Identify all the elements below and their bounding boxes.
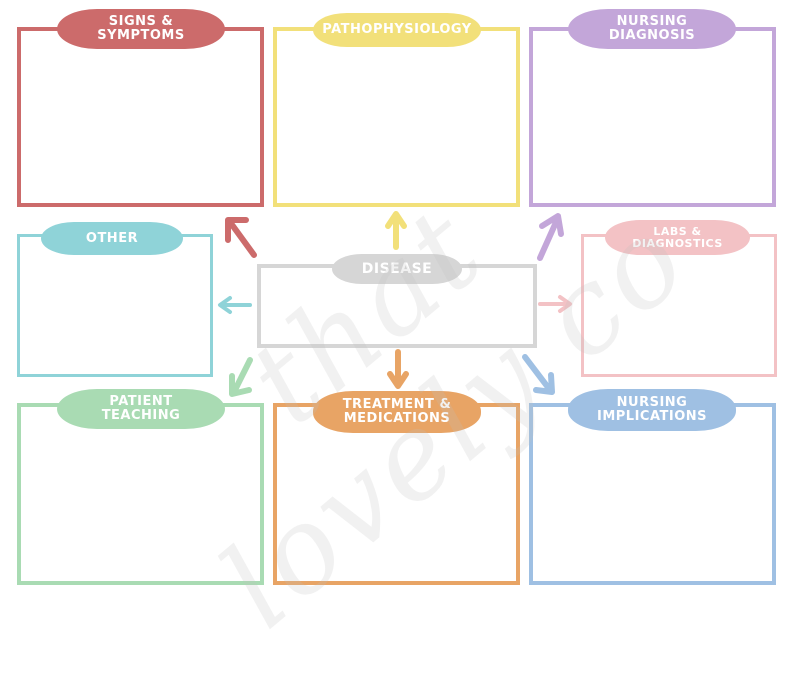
treatment-medications-box[interactable] xyxy=(273,403,520,585)
arrow-to-labs-diagnostics xyxy=(538,295,572,313)
labs-diagnostics-text: LABS & DIAGNOSTICS xyxy=(632,224,723,250)
disease-center-box[interactable] xyxy=(257,264,537,348)
treatment-medications-label: TREATMENT & MEDICATIONS xyxy=(313,391,481,433)
nursing-diagnosis-box[interactable] xyxy=(529,27,776,207)
arrow-to-signs-symptoms xyxy=(225,217,257,258)
nursing-diagnosis-label: NURSING DIAGNOSIS xyxy=(568,9,736,49)
other-box[interactable] xyxy=(17,234,213,377)
nursing-diagnosis-text: NURSING DIAGNOSIS xyxy=(608,14,696,43)
signs-symptoms-text: SIGNS & SYMPTOMS xyxy=(97,14,185,43)
labs-diagnostics-box[interactable] xyxy=(581,234,777,377)
arrow-to-patient-teaching xyxy=(229,357,253,397)
signs-symptoms-label: SIGNS & SYMPTOMS xyxy=(57,9,225,49)
other-text: OTHER xyxy=(85,230,139,246)
disease-label: DISEASE xyxy=(332,254,462,284)
nursing-implications-label: NURSING IMPLICATIONS xyxy=(568,389,736,431)
patient-teaching-box[interactable] xyxy=(17,403,264,585)
arrow-to-nursing-implications xyxy=(522,354,555,395)
disease-text: DISEASE xyxy=(361,260,433,277)
labs-diagnostics-label: LABS & DIAGNOSTICS xyxy=(605,220,750,255)
pathophysiology-text: PATHOPHYSIOLOGY xyxy=(322,22,472,38)
arrow-to-treatment-medications xyxy=(387,349,409,389)
patient-teaching-text: PATIENT TEACHING xyxy=(101,394,181,423)
treatment-medications-text: TREATMENT & MEDICATIONS xyxy=(342,397,452,426)
connector-arrows xyxy=(218,211,572,397)
patient-teaching-label: PATIENT TEACHING xyxy=(57,389,225,429)
arrow-to-nursing-diagnosis xyxy=(537,213,564,261)
nursing-implications-text: NURSING IMPLICATIONS xyxy=(596,395,707,424)
pathophysiology-box[interactable] xyxy=(273,27,520,207)
pathophysiology-label: PATHOPHYSIOLOGY xyxy=(313,13,481,47)
other-label: OTHER xyxy=(41,222,183,255)
signs-symptoms-box[interactable] xyxy=(17,27,264,207)
nursing-implications-box[interactable] xyxy=(529,403,776,585)
arrow-to-pathophysiology xyxy=(385,211,407,250)
arrow-to-other xyxy=(218,296,252,314)
